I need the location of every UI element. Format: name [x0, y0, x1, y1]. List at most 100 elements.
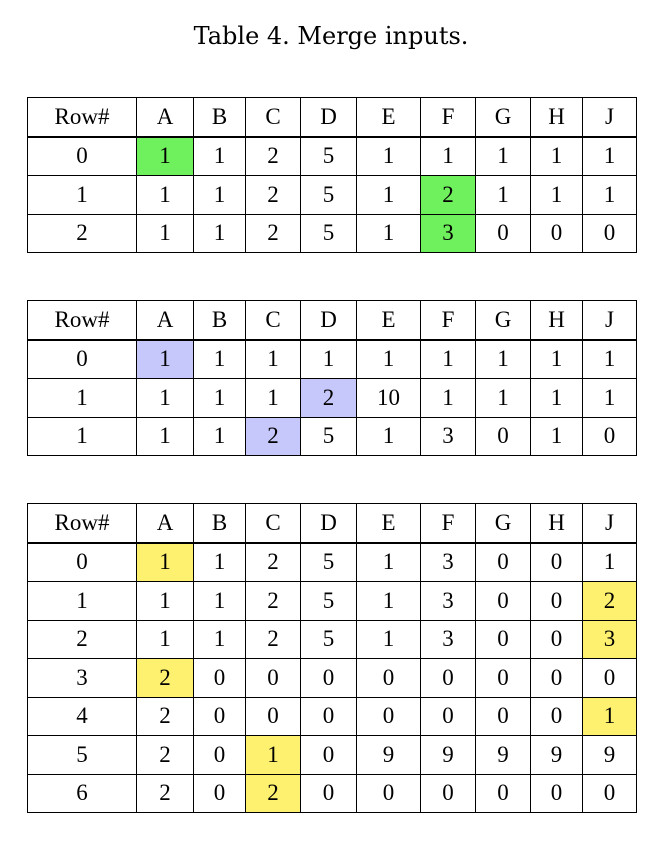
header-cell: G [475, 503, 531, 544]
highlighted-cell-d: 2 [300, 378, 357, 418]
cell-f: 1 [420, 136, 476, 176]
row-number-cell: 2 [27, 213, 137, 253]
header-cell: B [193, 97, 246, 138]
cell-b: 1 [193, 581, 246, 621]
cell-g: 0 [475, 213, 531, 253]
cell-j: 0 [582, 773, 637, 813]
header-cell: B [193, 503, 246, 544]
cell-g: 0 [475, 773, 531, 813]
cell-b: 0 [193, 773, 246, 813]
cell-d: 5 [300, 136, 357, 176]
cell-j: 0 [582, 213, 637, 253]
cell-a: 1 [136, 416, 194, 456]
cell-b: 1 [193, 136, 246, 176]
cell-h: 0 [530, 213, 583, 253]
cell-g: 0 [475, 581, 531, 621]
cell-j: 9 [582, 735, 637, 775]
highlighted-cell-f: 2 [420, 175, 476, 215]
cell-f: 3 [420, 542, 476, 582]
cell-e: 10 [356, 378, 421, 418]
cell-h: 1 [530, 339, 583, 379]
cell-c: 1 [245, 339, 301, 379]
header-cell: C [245, 300, 301, 341]
cell-f: 1 [420, 378, 476, 418]
header-cell: Row# [27, 97, 137, 138]
cell-g: 1 [475, 378, 531, 418]
cell-a: 2 [136, 696, 194, 736]
row-number-cell: 4 [27, 696, 137, 736]
cell-d: 5 [300, 213, 357, 253]
cell-g: 1 [475, 339, 531, 379]
header-cell: G [475, 97, 531, 138]
row-number-cell: 5 [27, 735, 137, 775]
highlighted-cell-j: 1 [582, 696, 637, 736]
highlighted-cell-a: 1 [136, 542, 194, 582]
row-number-cell: 1 [27, 378, 137, 418]
cell-h: 1 [530, 416, 583, 456]
cell-c: 1 [245, 378, 301, 418]
row-number-cell: 0 [27, 542, 137, 582]
cell-b: 1 [193, 175, 246, 215]
cell-f: 9 [420, 735, 476, 775]
cell-d: 5 [300, 416, 357, 456]
cell-d: 0 [300, 658, 357, 698]
highlighted-cell-c: 2 [245, 773, 301, 813]
cell-j: 0 [582, 658, 637, 698]
cell-b: 1 [193, 416, 246, 456]
header-cell: F [420, 300, 476, 341]
cell-c: 0 [245, 658, 301, 698]
cell-j: 0 [582, 416, 637, 456]
cell-e: 0 [356, 658, 421, 698]
header-cell: H [530, 503, 583, 544]
row-number-cell: 0 [27, 136, 137, 176]
highlighted-cell-c: 1 [245, 735, 301, 775]
cell-f: 3 [420, 581, 476, 621]
cell-g: 0 [475, 658, 531, 698]
header-cell: H [530, 97, 583, 138]
cell-e: 0 [356, 773, 421, 813]
cell-f: 1 [420, 339, 476, 379]
cell-f: 0 [420, 658, 476, 698]
cell-e: 1 [356, 175, 421, 215]
highlighted-cell-j: 2 [582, 581, 637, 621]
cell-h: 0 [530, 658, 583, 698]
cell-j: 1 [582, 339, 637, 379]
cell-a: 1 [136, 581, 194, 621]
cell-e: 1 [356, 542, 421, 582]
header-cell: J [582, 97, 637, 138]
cell-h: 1 [530, 378, 583, 418]
cell-d: 5 [300, 581, 357, 621]
cell-h: 0 [530, 619, 583, 659]
cell-c: 2 [245, 136, 301, 176]
cell-g: 1 [475, 136, 531, 176]
cell-g: 0 [475, 416, 531, 456]
highlighted-cell-f: 3 [420, 213, 476, 253]
header-cell: Row# [27, 503, 137, 544]
cell-g: 0 [475, 542, 531, 582]
cell-b: 0 [193, 658, 246, 698]
header-row: Row# A B C D E F G H J [27, 300, 637, 341]
cell-a: 2 [136, 735, 194, 775]
header-cell: E [356, 97, 421, 138]
cell-b: 1 [193, 542, 246, 582]
header-cell: A [136, 97, 194, 138]
highlighted-cell-c: 2 [245, 416, 301, 456]
cell-a: 1 [136, 619, 194, 659]
header-cell: B [193, 300, 246, 341]
cell-g: 1 [475, 175, 531, 215]
header-cell: C [245, 503, 301, 544]
cell-f: 3 [420, 416, 476, 456]
cell-e: 1 [356, 581, 421, 621]
